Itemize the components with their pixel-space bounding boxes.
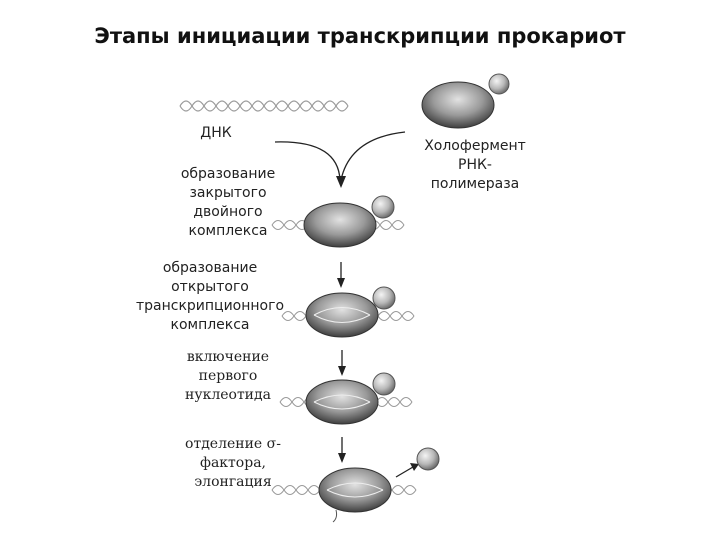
step2-label: образование открытого транскрипционного … [135, 260, 285, 333]
converging-arrows [274, 131, 406, 188]
holoenzyme-label: Холофермент РНК- полимераза [424, 138, 526, 192]
dna-helix [179, 100, 349, 112]
step3-label: включение первого нуклеотида [185, 349, 271, 403]
dna-label: ДНК [200, 125, 232, 141]
step1-label: образование закрытого двойного комплекса [180, 166, 276, 239]
step-arrow [338, 350, 346, 376]
rna-polymerase-core [421, 81, 495, 129]
holoenzyme [421, 73, 510, 129]
step4-label: отделение σ- фактора, элонгация [185, 436, 281, 490]
diagram-title: Этапы инициации транскрипции прокариот [94, 24, 626, 48]
closed-complex [271, 195, 405, 248]
initiation-complex [279, 372, 413, 425]
elongation-complex [271, 447, 440, 523]
sigma-factor [488, 73, 510, 95]
step-arrow [337, 262, 345, 288]
open-complex [281, 286, 415, 338]
step-arrow [338, 437, 346, 463]
